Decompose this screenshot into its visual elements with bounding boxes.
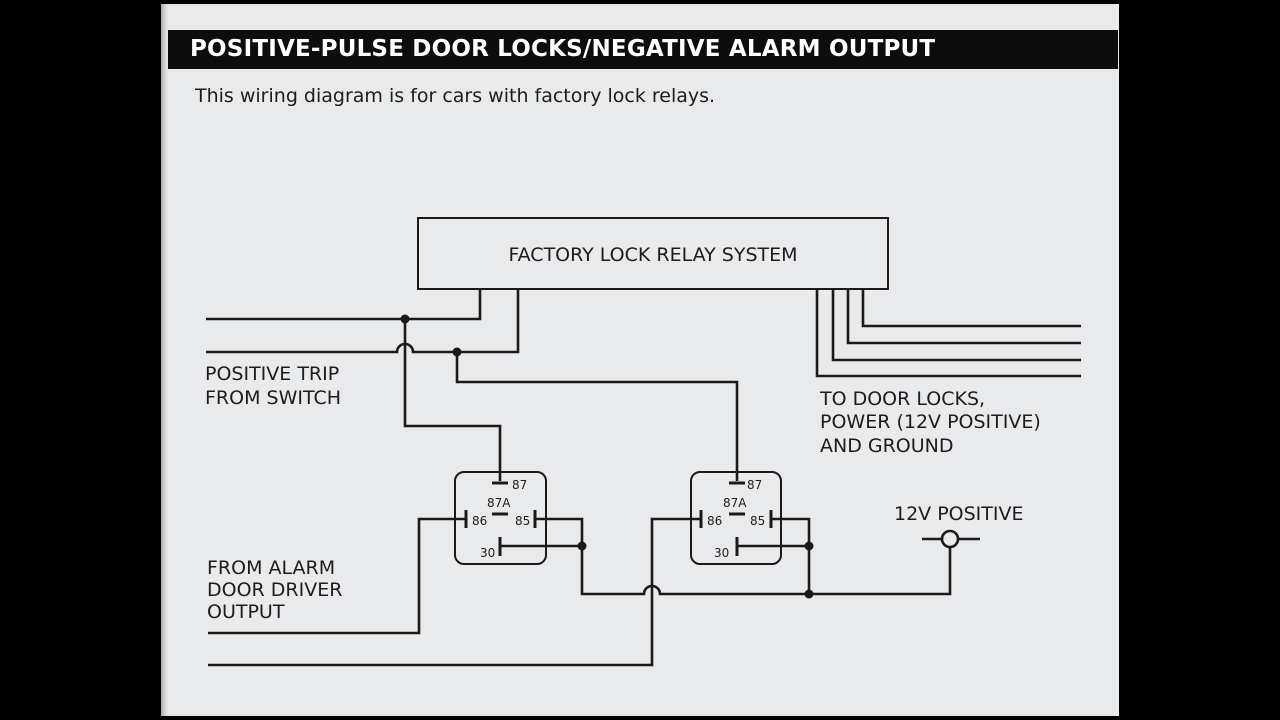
relay-1-pin-86: 86	[472, 514, 487, 528]
relay-1-pin-87a: 87A	[487, 496, 511, 510]
svg-text:AND GROUND: AND GROUND	[820, 435, 954, 457]
relay-2-pin-85: 85	[750, 514, 765, 528]
svg-text:POSITIVE TRIP: POSITIVE TRIP	[205, 363, 339, 385]
relay-1-pin-30: 30	[480, 546, 495, 560]
relay-2-pin-30: 30	[714, 546, 729, 560]
page-subtitle: This wiring diagram is for cars with fac…	[195, 85, 716, 107]
relay-2-pin-86: 86	[707, 514, 722, 528]
door-lock-wire-2	[831, 289, 1081, 362]
relay1-87-wire	[403, 319, 502, 481]
relay-2-pin-87a: 87A	[723, 496, 747, 510]
power-terminal-label: 12V POSITIVE	[894, 503, 1024, 525]
factory-wire-1	[206, 289, 482, 321]
factory-lock-relay-box: FACTORY LOCK RELAY SYSTEM	[417, 217, 889, 290]
junction-dot	[577, 541, 587, 551]
relay-1: 87 87A 86 85 30	[454, 471, 547, 565]
relay2-86-wire	[208, 517, 701, 667]
alarm-output-label: FROM ALARM DOOR DRIVER OUTPUT	[207, 557, 342, 623]
svg-text:FROM ALARM: FROM ALARM	[207, 557, 335, 579]
positive-trip-label: POSITIVE TRIP FROM SWITCH	[205, 363, 341, 409]
relay-1-pin-85: 85	[515, 514, 530, 528]
junction-dot	[804, 589, 814, 599]
relay-2: 87 87A 86 85 30	[690, 471, 782, 565]
svg-text:TO DOOR LOCKS,: TO DOOR LOCKS,	[819, 388, 985, 410]
door-lock-wire-1	[815, 289, 1081, 378]
relay-2-pin-87: 87	[747, 478, 762, 492]
relay1-85-wire	[535, 517, 952, 596]
alarm-output-wire	[208, 517, 466, 635]
factory-wire-2	[206, 289, 520, 354]
door-lock-wire-3	[846, 289, 1081, 345]
page-title: POSITIVE-PULSE DOOR LOCKS/NEGATIVE ALARM…	[168, 30, 1118, 69]
relay2-87-wire	[455, 352, 739, 481]
svg-text:DOOR DRIVER: DOOR DRIVER	[207, 579, 342, 601]
power-terminal-icon	[922, 529, 980, 549]
junction-dot	[804, 541, 814, 551]
svg-text:FROM SWITCH: FROM SWITCH	[205, 387, 341, 409]
relay2-85-wire	[771, 517, 811, 594]
relay-1-pin-87: 87	[512, 478, 527, 492]
factory-box-label: FACTORY LOCK RELAY SYSTEM	[508, 244, 797, 266]
svg-text:POWER (12V POSITIVE): POWER (12V POSITIVE)	[820, 411, 1041, 433]
svg-text:OUTPUT: OUTPUT	[207, 601, 285, 623]
door-lock-wire-4	[861, 289, 1081, 328]
door-locks-label: TO DOOR LOCKS, POWER (12V POSITIVE) AND …	[819, 388, 1041, 457]
